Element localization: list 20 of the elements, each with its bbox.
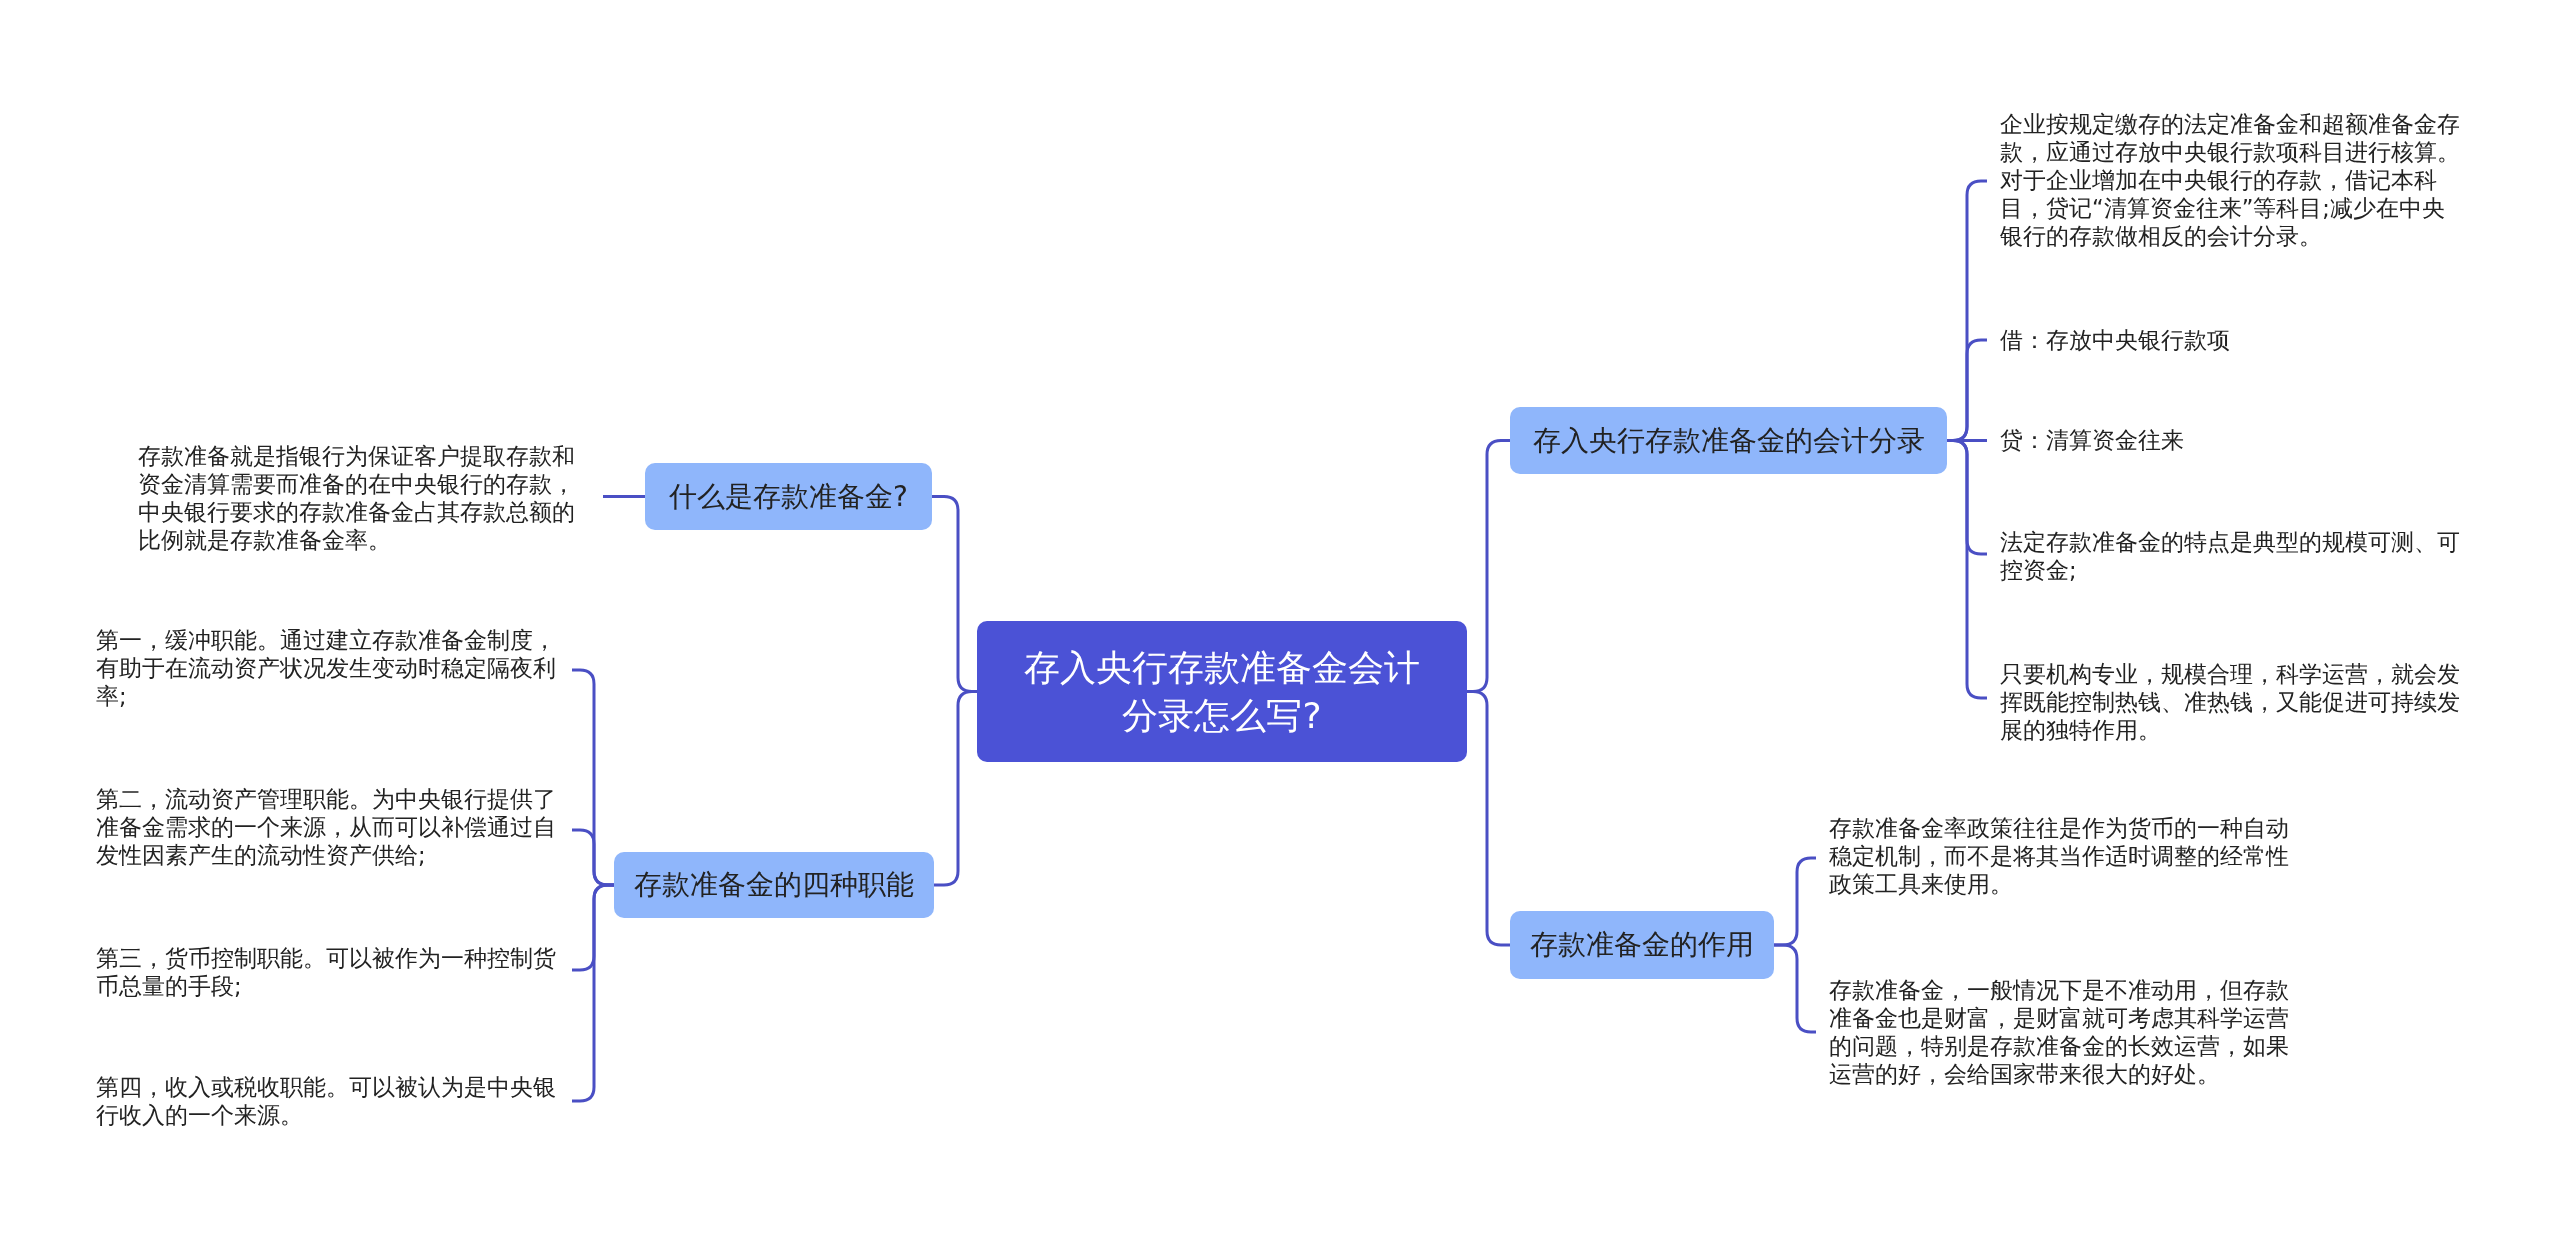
- connector-line: [603, 495, 645, 498]
- note-text: 存款准备金，一般情况下是不准动用，但存款准备金也是财富，是财富就可考虑其科学运营的问题，特别是存款准备金的长效运营，如果运营的好，会给国家带来很大的好处。: [1816, 976, 2302, 1092]
- connector-line: [934, 690, 977, 887]
- topic-box: 存款准备金的四种职能: [614, 852, 934, 918]
- note-text: 法定存款准备金的特点是典型的规模可测、可控资金;: [1987, 528, 2467, 588]
- note-text: 借：存放中央银行款项: [1987, 326, 2467, 356]
- note-text: 存款准备就是指银行为保证客户提取存款和资金清算需要而准备的在中央银行的存款，中央银行要求的存款准备金占其存款总额的比例就是存款准备金率。: [138, 442, 603, 556]
- note-text: 第一，缓冲职能。通过建立存款准备金制度，有助于在流动资产状况发生变动时稳定隔夜利率;: [96, 626, 572, 714]
- note-text: 第二，流动资产管理职能。为中央银行提供了准备金需求的一个来源，从而可以补偿通过自发性因素产生的流动性资产供给;: [96, 785, 572, 873]
- note-text: 企业按规定缴存的法定准备金和超额准备金存款，应通过存放中央银行款项科目进行核算。对于企业增加在中央银行的存款，借记本科目，贷记“清算资金往来”等科目;减少在中央银行的存款做相反的会计分录。: [1987, 110, 2467, 254]
- note-text: 第三，货币控制职能。可以被作为一种控制货币总量的手段;: [96, 944, 572, 1004]
- topic-box: 什么是存款准备金?: [645, 463, 932, 530]
- note-text: 只要机构专业，规模合理，科学运营，就会发挥既能控制热钱、准热钱，又能促进可持续发展的独特作用。: [1987, 660, 2467, 748]
- topic-box: 存入央行存款准备金的会计分录: [1510, 407, 1947, 474]
- topic-box: 存款准备金的作用: [1510, 911, 1774, 979]
- connector-line: [1467, 690, 1510, 947]
- note-text: 贷：清算资金往来: [1987, 426, 2467, 456]
- note-text: 第四，收入或税收职能。可以被认为是中央银行收入的一个来源。: [96, 1073, 572, 1133]
- central-topic-box: 存入央行存款准备金会计分录怎么写?: [977, 621, 1467, 762]
- note-text: 存款准备金率政策往往是作为货币的一种自动稳定机制，而不是将其当作适时调整的经常性政策工具来使用。: [1816, 814, 2302, 902]
